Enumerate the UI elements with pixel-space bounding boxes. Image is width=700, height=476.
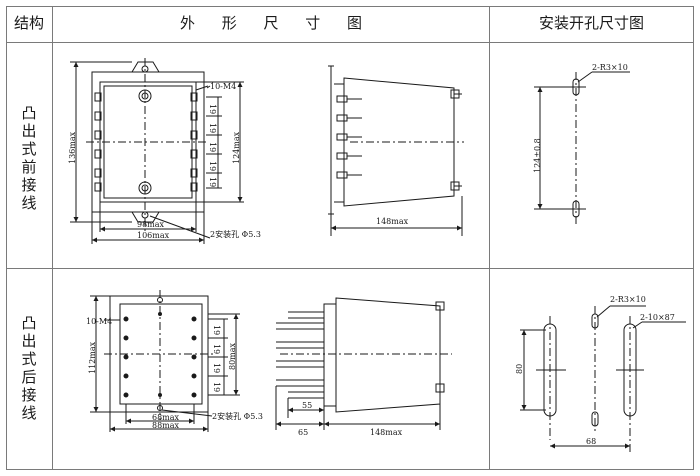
row1-pitch-label-2: 19 bbox=[208, 123, 217, 133]
row1-terminal-studs bbox=[94, 89, 198, 195]
row2-cutout-height-label: 80 bbox=[515, 364, 524, 374]
row1-front-labels: 10-M4 19 19 19 19 19 124max 136max 98max… bbox=[68, 82, 261, 240]
row2-thread-label: 10-M4 bbox=[86, 317, 112, 326]
row1-pitch-label-1: 19 bbox=[208, 104, 217, 114]
row2-height-label: 112max bbox=[88, 341, 97, 374]
table-border-top bbox=[6, 6, 694, 7]
row2-slot-label: 2-R3×10 bbox=[610, 295, 646, 304]
row2-label-char: 式 bbox=[21, 350, 37, 368]
row2-label: 凸 出 式 后 接 线 bbox=[19, 314, 39, 422]
row2-rear-labels: 10-M4 19 19 19 19 80max 112max 68max 88m… bbox=[86, 317, 263, 430]
row2-cutout-width-label: 68 bbox=[586, 437, 596, 446]
row2-width1-label: 68max bbox=[152, 413, 180, 422]
row1-depth-label: 148max bbox=[376, 217, 409, 226]
row2-pitch-label-4: 19 bbox=[212, 382, 221, 392]
row2-pitch-label-2: 19 bbox=[212, 344, 221, 354]
row2-slot2-label: 2-10×87 bbox=[640, 313, 675, 322]
row1-inner-height-label: 124max bbox=[232, 131, 241, 164]
row1-side-terminals bbox=[336, 95, 362, 179]
header-outline-dimensions: 外 形 尺 寸 图 bbox=[179, 14, 363, 32]
row2-offset-label: 65 bbox=[298, 428, 308, 437]
row2-pitch-label-1: 19 bbox=[212, 325, 221, 335]
row2-rear-studs bbox=[276, 311, 324, 399]
column-divider-2 bbox=[489, 6, 490, 470]
header-structure: 结构 bbox=[13, 14, 44, 32]
row2-terminal-studs bbox=[123, 312, 197, 398]
table-border-right bbox=[693, 6, 694, 470]
row2-pitch-label-3: 19 bbox=[212, 363, 221, 373]
row1-label: 凸 出 式 前 接 线 bbox=[19, 104, 39, 212]
row-divider bbox=[6, 268, 694, 269]
row2-label-char: 出 bbox=[21, 332, 37, 350]
row1-cutout bbox=[534, 71, 630, 226]
row2-cutout bbox=[520, 305, 686, 454]
row1-side-view bbox=[328, 65, 464, 236]
row1-mount-hole-label: 2安装孔 Φ5.3 bbox=[210, 229, 261, 239]
row2-rear-view bbox=[90, 290, 240, 432]
row2-mount-hole-label: 2安装孔 Φ5.3 bbox=[212, 411, 263, 421]
row1-height-label: 136max bbox=[68, 131, 77, 164]
row2-case-body bbox=[335, 297, 441, 413]
row2-width2-label: 88max bbox=[152, 421, 180, 430]
row1-width2-label: 106max bbox=[137, 231, 170, 240]
row1-label-char: 前 bbox=[21, 158, 37, 176]
row1-spacing-label: 124±0.8 bbox=[533, 138, 542, 173]
row1-label-char: 凸 bbox=[21, 104, 37, 122]
row2-inner-height-label: 80max bbox=[228, 342, 237, 370]
row2-label-char: 接 bbox=[21, 386, 37, 404]
row2-label-char: 凸 bbox=[21, 314, 37, 332]
row2-label-char: 线 bbox=[21, 404, 37, 422]
row1-label-char: 式 bbox=[21, 140, 37, 158]
row2-stud-label: 55 bbox=[302, 401, 312, 410]
row1-inner-body bbox=[99, 81, 197, 203]
row1-pitch-label-5: 19 bbox=[208, 177, 217, 187]
table-border-bottom bbox=[6, 469, 694, 470]
row2-label-char: 后 bbox=[21, 368, 37, 386]
header-mounting-cutout: 安装开孔尺寸图 bbox=[538, 14, 644, 32]
table-border-left bbox=[6, 6, 7, 470]
header-divider bbox=[6, 42, 694, 43]
row1-thread-label: 10-M4 bbox=[210, 82, 236, 91]
row1-front-view bbox=[70, 58, 244, 244]
row1-case-body bbox=[343, 77, 455, 207]
column-divider-1 bbox=[52, 6, 53, 470]
row1-label-char: 线 bbox=[21, 194, 37, 212]
row2-side-view bbox=[275, 297, 452, 430]
row1-width1-label: 98max bbox=[137, 220, 165, 229]
row1-pitch-label-4: 19 bbox=[208, 161, 217, 171]
row2-depth-label: 148max bbox=[370, 428, 403, 437]
row1-label-char: 接 bbox=[21, 176, 37, 194]
row1-label-char: 出 bbox=[21, 122, 37, 140]
row1-slot-label: 2-R3×10 bbox=[592, 63, 628, 72]
row1-pitch-label-3: 19 bbox=[208, 142, 217, 152]
